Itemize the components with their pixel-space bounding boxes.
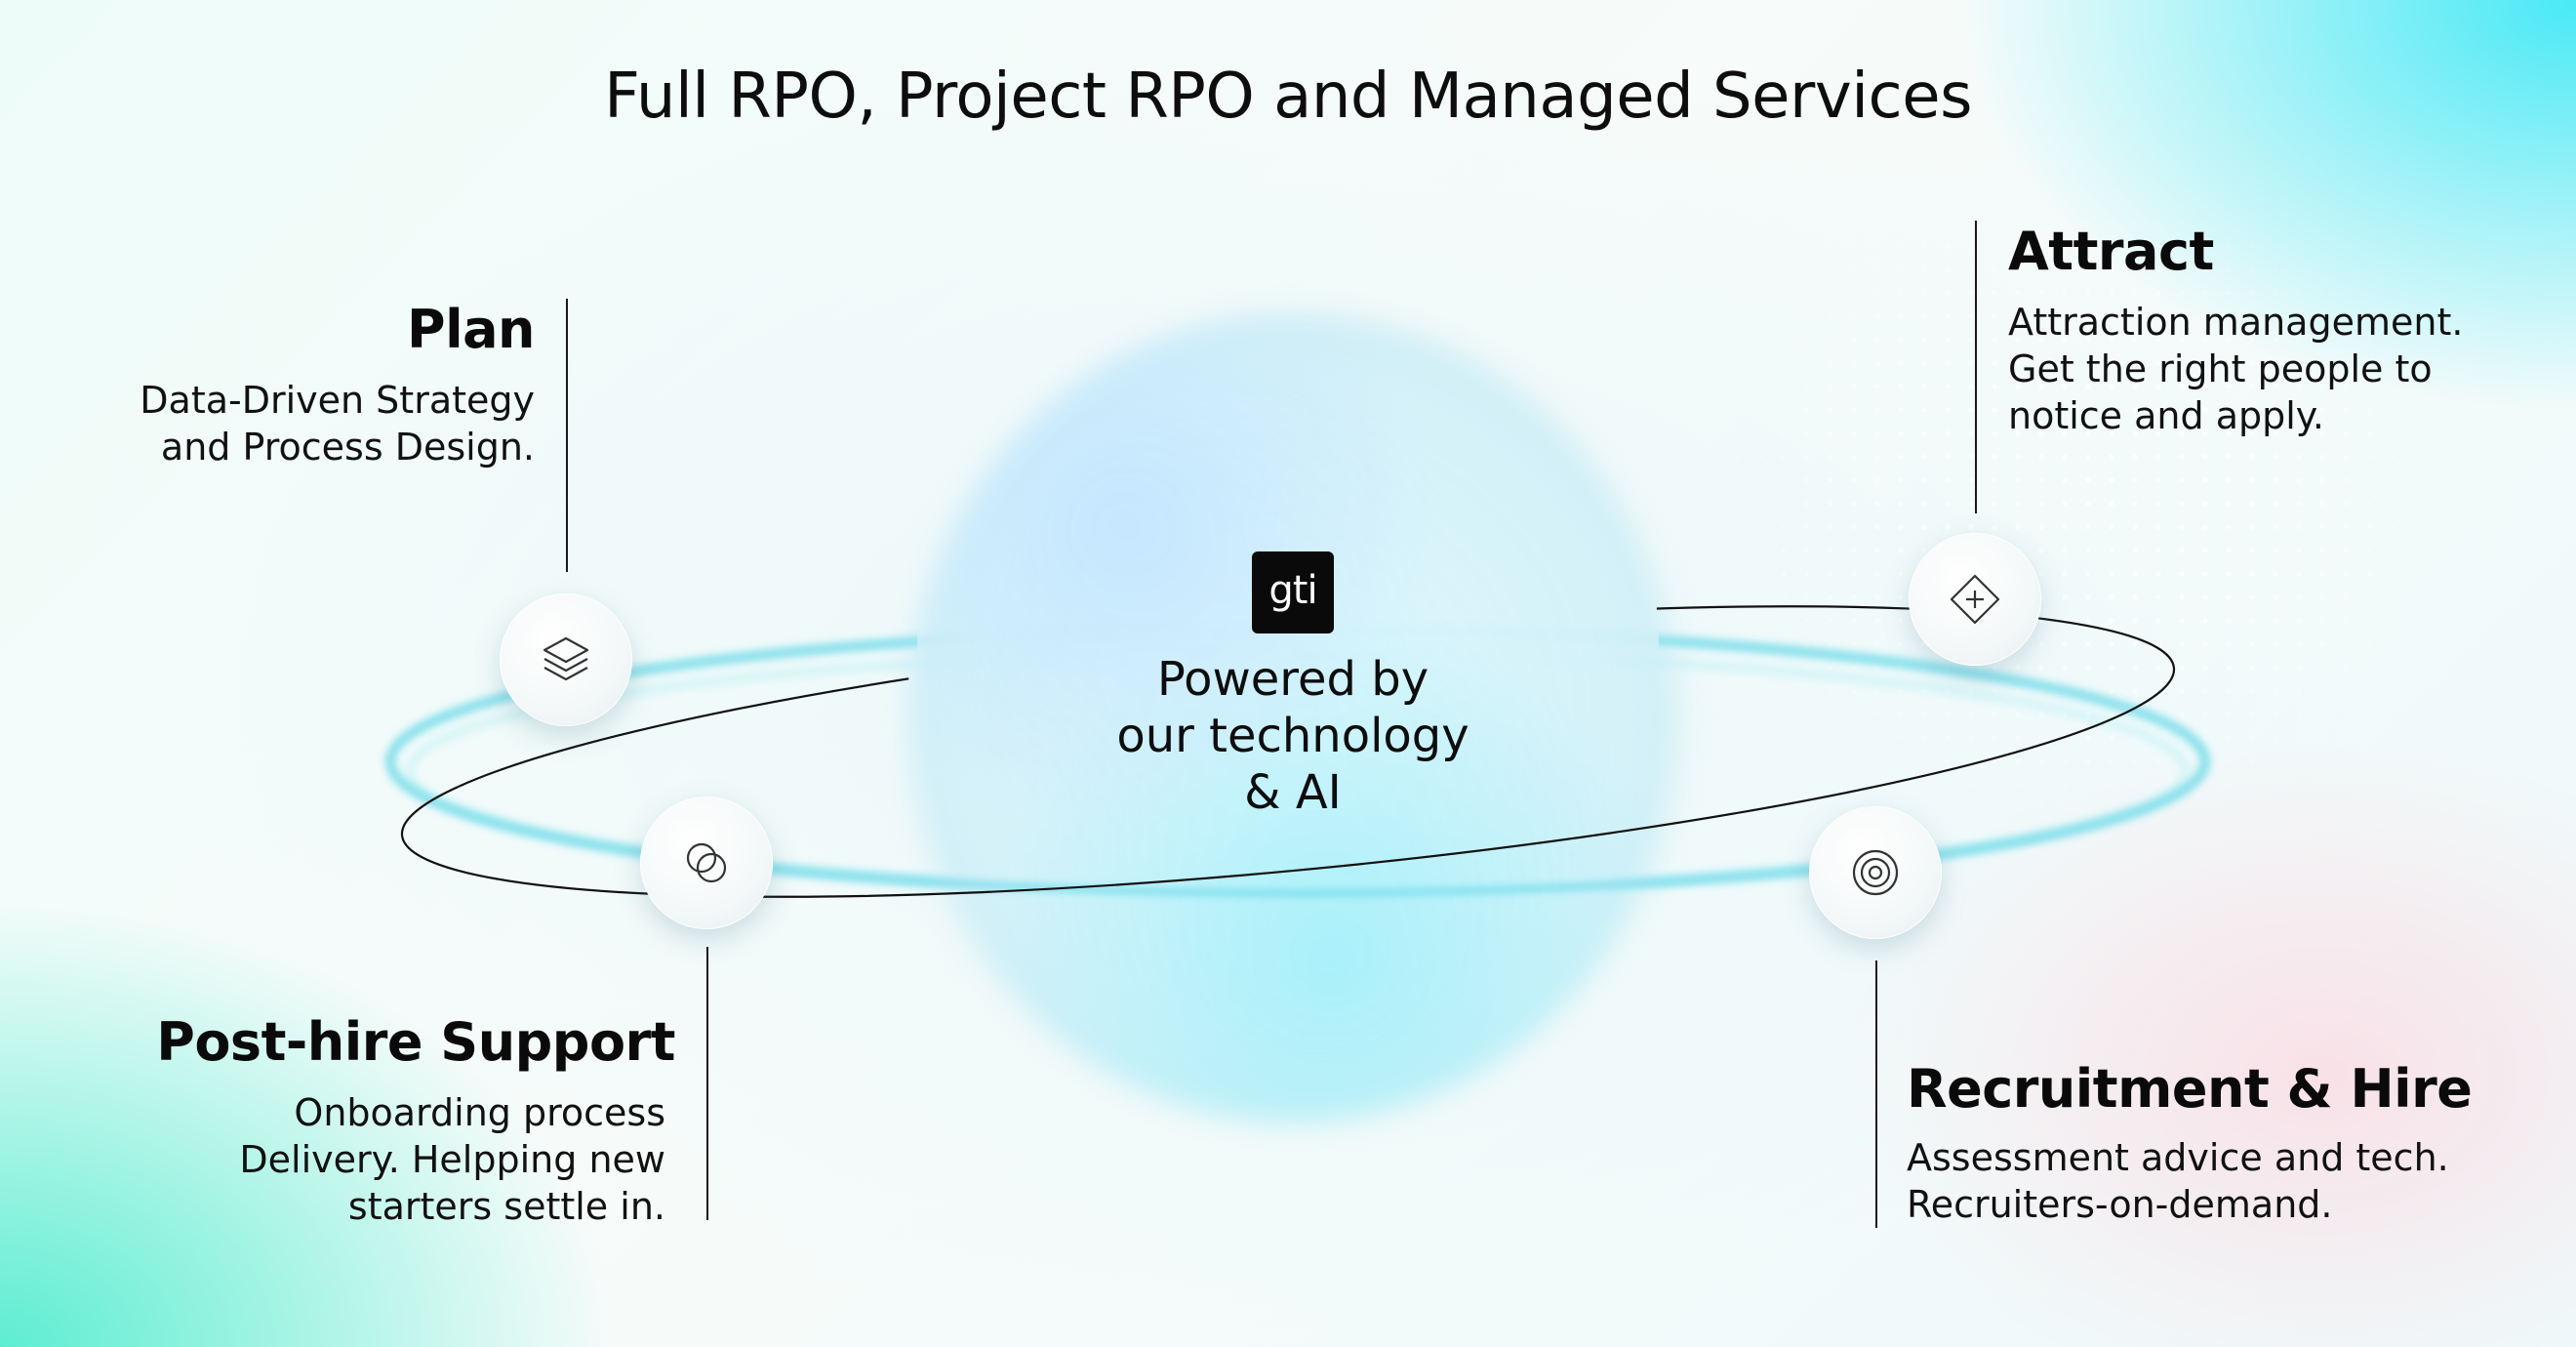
plan-title: Plan	[407, 299, 535, 360]
diamond-plus-icon	[1950, 574, 2000, 625]
post-hire-desc-line: Delivery. Helpping new	[239, 1138, 665, 1181]
plan-node[interactable]	[500, 593, 632, 726]
plan-desc-line: and Process Design.	[160, 426, 535, 469]
recruit-connector	[1875, 960, 1877, 1228]
layers-icon	[543, 636, 589, 681]
center-sphere	[907, 312, 1678, 1122]
post-hire-title: Post-hire Support	[156, 1011, 675, 1073]
post-hire-connector	[706, 947, 708, 1220]
attract-desc-line: Get the right people to	[2008, 347, 2433, 390]
plan-description: Data-Driven Strategy and Process Design.	[59, 377, 535, 470]
recruit-node[interactable]	[1809, 806, 1942, 939]
plan-desc-line: Data-Driven Strategy	[140, 379, 535, 422]
attract-title: Attract	[2008, 221, 2214, 282]
post-hire-desc-line: starters settle in.	[347, 1185, 665, 1228]
attract-desc-line: notice and apply.	[2008, 394, 2324, 437]
attract-desc-line: Attraction management.	[2008, 301, 2464, 344]
center-text: Powered by our technology & AI	[1116, 652, 1469, 820]
post-hire-node[interactable]	[640, 796, 773, 929]
center-label: gti Powered by our technology & AI	[1073, 551, 1512, 821]
page-title: Full RPO, Project RPO and Managed Servic…	[604, 61, 1972, 133]
target-icon	[1852, 849, 1899, 896]
attract-connector	[1975, 221, 1977, 513]
post-hire-description: Onboarding process Delivery. Helpping ne…	[98, 1089, 665, 1230]
dot-pattern	[1561, 117, 2576, 996]
plan-connector	[566, 299, 568, 572]
recruit-title: Recruitment & Hire	[1907, 1058, 2473, 1120]
overlapping-circles-icon	[686, 842, 727, 883]
recruit-description: Assessment advice and tech. Recruiters-o…	[1907, 1134, 2449, 1228]
post-hire-desc-line: Onboarding process	[294, 1091, 665, 1134]
attract-node[interactable]	[1909, 533, 2041, 666]
attract-description: Attraction management. Get the right peo…	[2008, 299, 2463, 439]
recruit-desc-line: Recruiters-on-demand.	[1907, 1183, 2333, 1226]
recruit-desc-line: Assessment advice and tech.	[1907, 1136, 2449, 1179]
gti-logo: gti	[1252, 551, 1334, 633]
